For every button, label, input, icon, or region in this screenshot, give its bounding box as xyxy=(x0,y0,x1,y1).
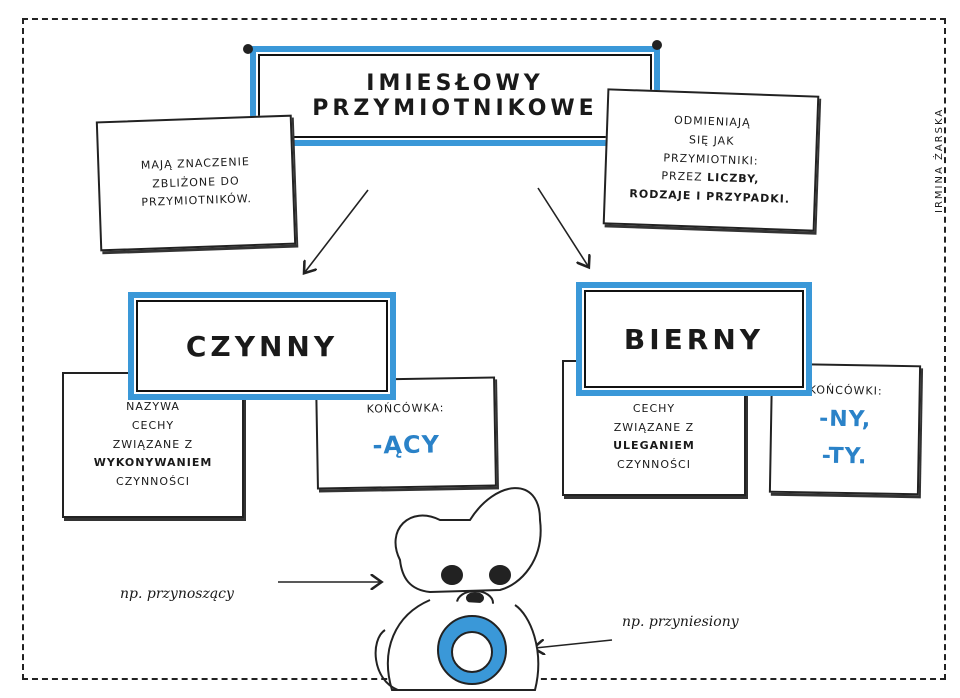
arrow-to-bierny xyxy=(537,187,588,266)
pin-icon xyxy=(652,40,662,50)
active-ending-value: -ĄCY xyxy=(372,430,441,460)
pin-icon xyxy=(243,44,253,54)
passive-title: BIERNY xyxy=(623,322,765,356)
passive-desc-line: ZWIĄZANE Z xyxy=(613,420,695,434)
example-active: np. przynoszący xyxy=(120,586,234,602)
passive-ending-value: -TY. xyxy=(821,443,868,470)
active-desc-line: CZYNNOŚCI xyxy=(116,475,190,489)
note-inflection: ODMIENIAJĄ SIĘ JAK PRZYMIOTNIKI: PRZEZ L… xyxy=(602,88,820,232)
arrow-to-czynny xyxy=(305,189,369,272)
passive-title-box: BIERNY xyxy=(576,282,812,396)
main-title: IMIESŁOWY PRZYMIOTNIKOWE xyxy=(312,71,598,121)
active-desc-line: ZWIĄZANE Z xyxy=(112,437,194,451)
passive-desc-line: ULEGANIEM xyxy=(613,439,695,453)
note-inflection-line: ODMIENIAJĄ xyxy=(673,113,751,130)
active-ending-label: KOŃCÓWKA: xyxy=(366,401,445,416)
example-passive: np. przyniesiony xyxy=(622,614,739,630)
note-meaning: MAJĄ ZNACZENIE ZBLIŻONE DO PRZYMIOTNIKÓW… xyxy=(95,114,297,252)
passive-desc-line: CECHY xyxy=(632,401,676,415)
note-inflection-line: SIĘ JAK xyxy=(688,133,735,148)
passive-ending-value: -NY, xyxy=(818,406,872,433)
arrow-example-passive xyxy=(535,640,613,648)
active-title: CZYNNY xyxy=(185,329,339,363)
active-desc-line: CECHY xyxy=(131,418,175,432)
note-inflection-line: LICZBY, xyxy=(706,171,760,187)
passive-desc-line: CZYNNOŚCI xyxy=(617,458,691,472)
main-title-box: IMIESŁOWY PRZYMIOTNIKOWE xyxy=(250,46,660,146)
note-inflection-line: RODZAJE I PRZYPADKI. xyxy=(629,187,791,206)
note-inflection-line: PRZEZ xyxy=(661,169,703,185)
dog-icon xyxy=(374,487,542,691)
passive-ending-label: KOŃCÓWKI: xyxy=(808,383,883,398)
active-desc-line: WYKONYWANIEM xyxy=(93,456,213,470)
active-desc-line: NAZYWA xyxy=(126,400,180,414)
note-meaning-text: MAJĄ ZNACZENIE ZBLIŻONE DO PRZYMIOTNIKÓW… xyxy=(140,155,253,210)
active-title-box: CZYNNY xyxy=(128,292,396,400)
